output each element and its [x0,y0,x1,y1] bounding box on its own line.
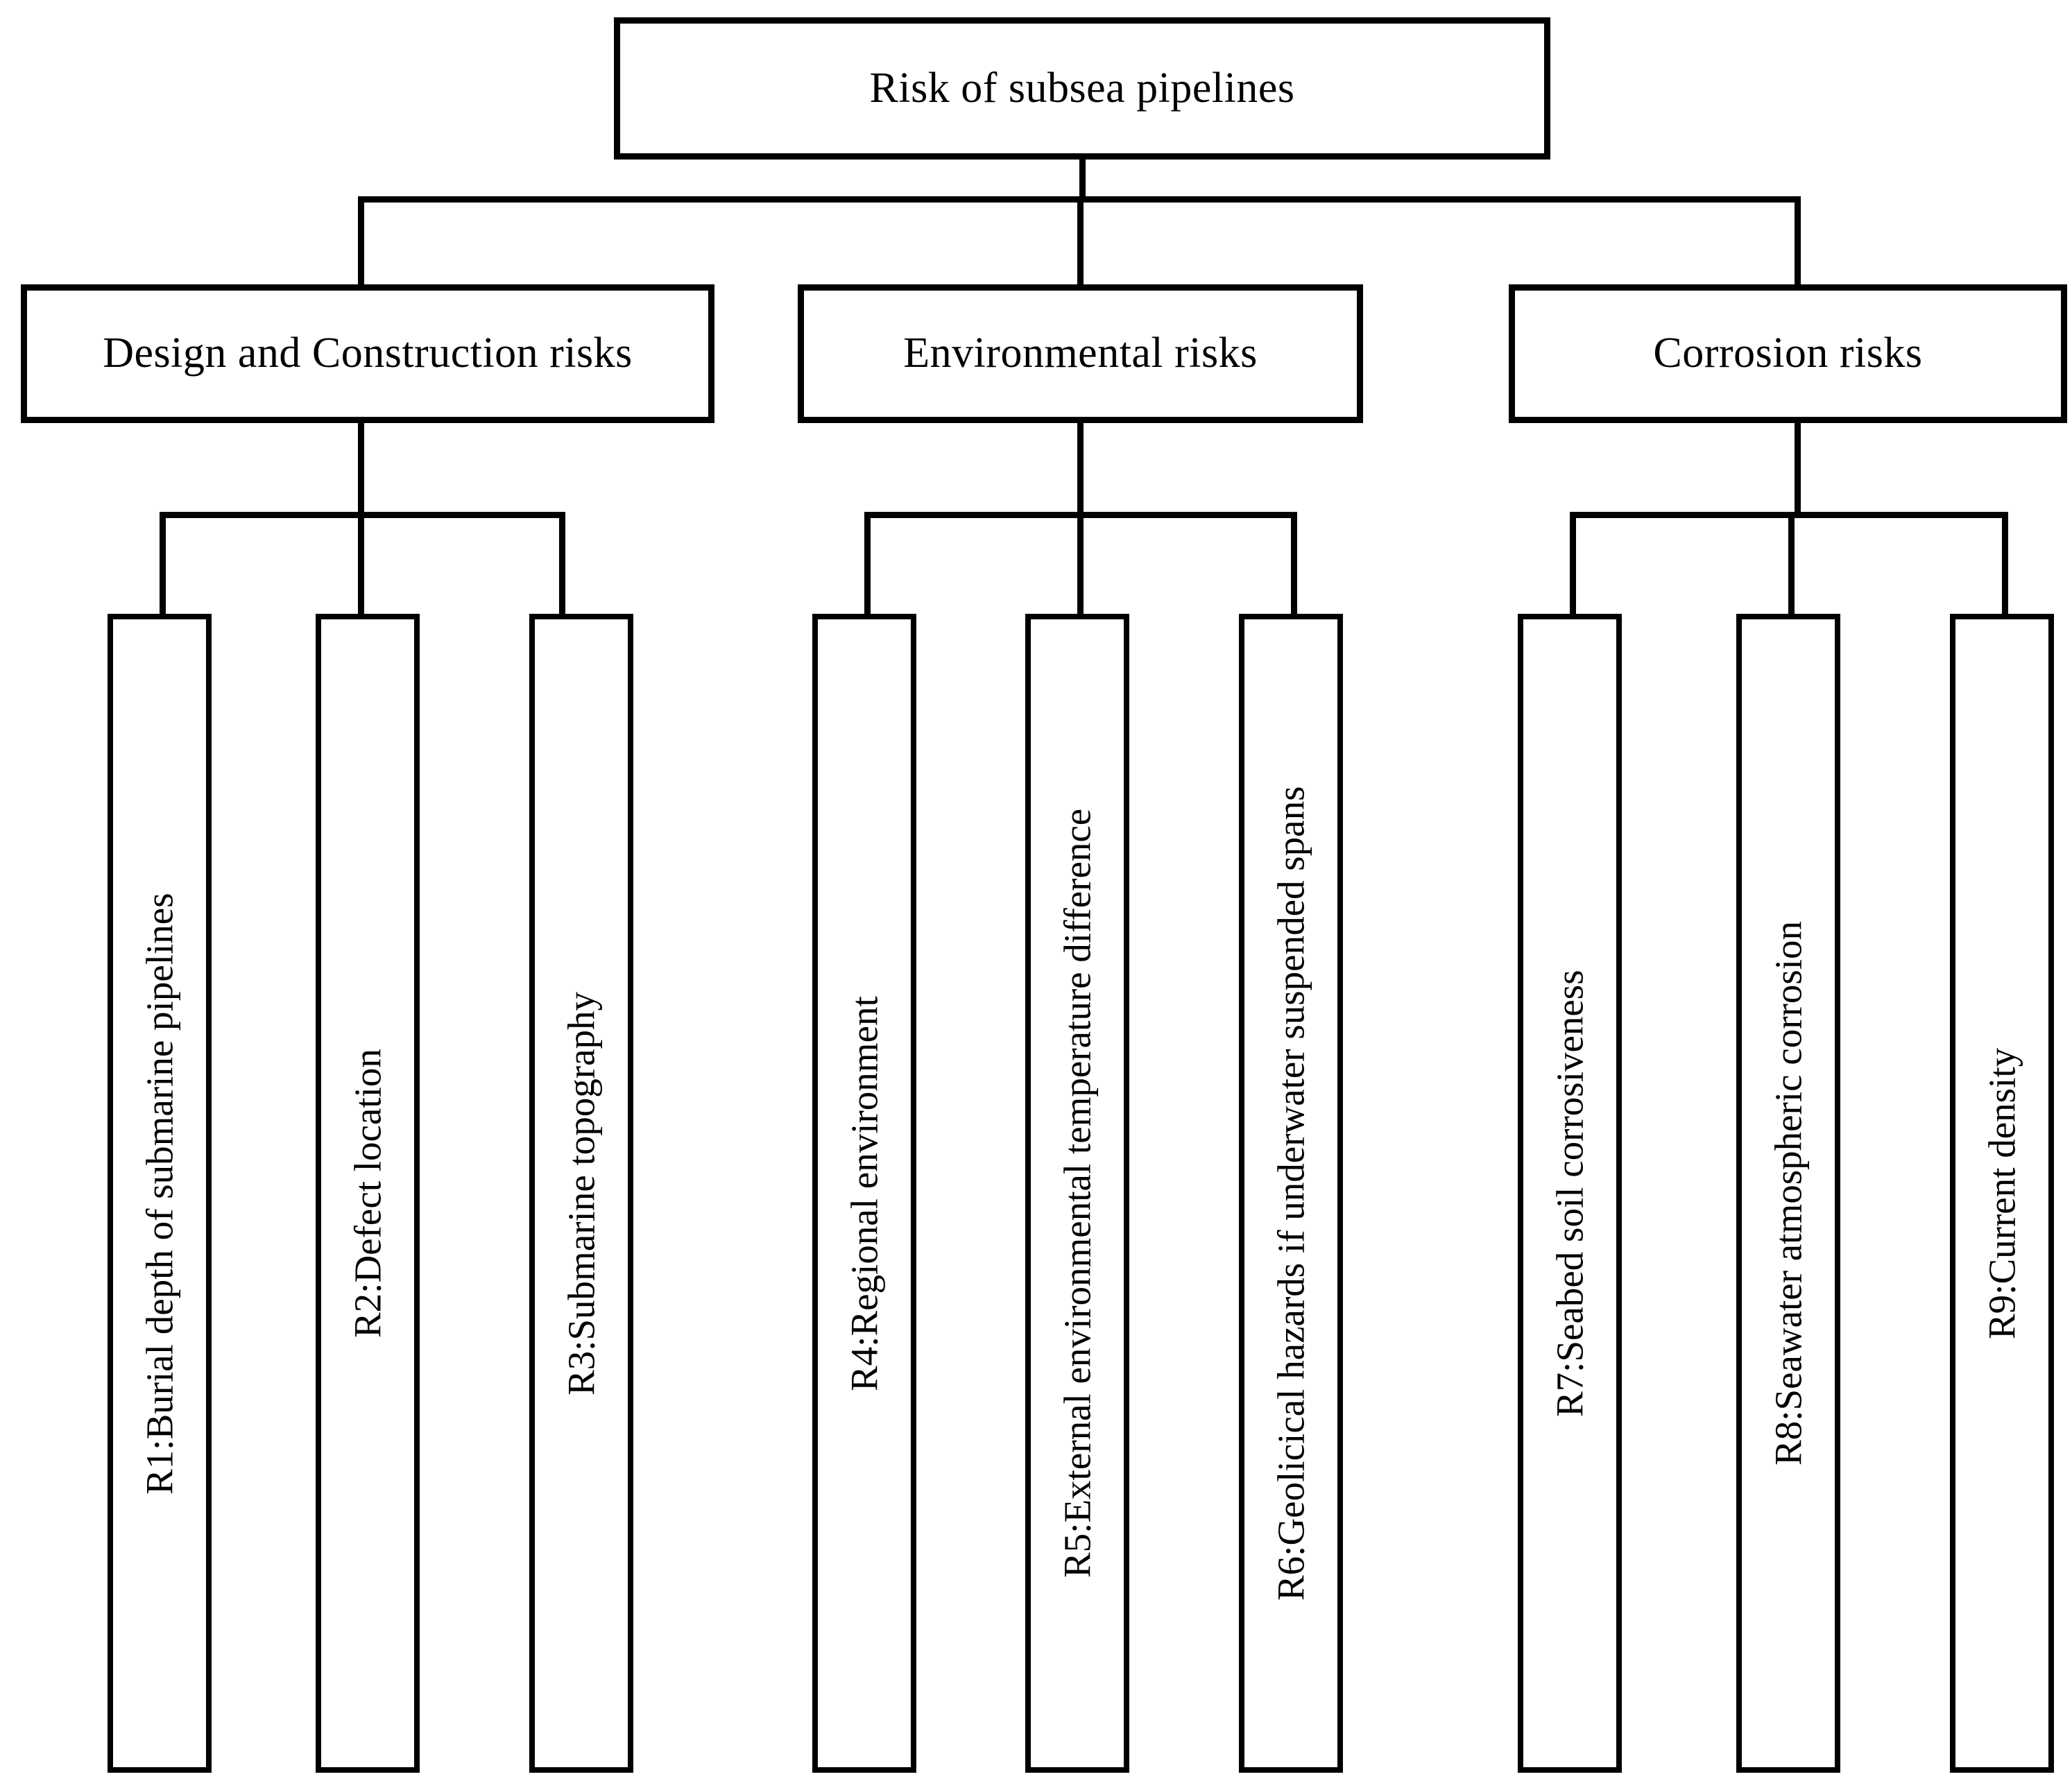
connector-root-drop-0 [358,196,364,286]
leaf-node-label-r4: R4:Regional environment [843,995,886,1391]
leaf-node-label-r6: R6:Geolicical hazards if underwater susp… [1269,786,1312,1601]
leaf-node-r5[interactable]: R5:External environmental temperature di… [1025,614,1129,1773]
connector-root-stem [1079,160,1086,203]
connector-group0-drop-r3 [559,512,565,614]
connector-group0-drop-r1 [160,512,166,614]
leaf-node-label-r5: R5:External environmental temperature di… [1056,808,1099,1578]
leaf-node-r2[interactable]: R2:Defect location [316,614,420,1773]
connector-group1-drop-r4 [864,512,871,614]
leaf-node-r9[interactable]: R9:Current density [1950,614,2054,1773]
category-node-label: Corrosion risks [1653,329,1923,377]
leaf-node-label-r2: R2:Defect location [346,1049,389,1338]
leaf-node-label-r3: R3:Submarine topography [560,991,603,1395]
category-node-design-and-construction-risks[interactable]: Design and Construction risks [21,284,714,423]
connector-group1-drop-r6 [1291,512,1297,614]
connector-group2-drop-r7 [1570,512,1576,614]
category-node-label: Design and Construction risks [103,329,633,377]
leaf-node-label-r9: R9:Current density [1980,1047,2023,1339]
leaf-node-r3[interactable]: R3:Submarine topography [529,614,633,1773]
root-node-risk-of-subsea-pipelines[interactable]: Risk of subsea pipelines [614,17,1550,160]
leaf-node-label-r1: R1:Burial depth of submarine pipelines [138,892,181,1495]
connector-group1-drop-r5 [1077,512,1084,614]
connector-group2-drop-r8 [1788,512,1795,614]
connector-root-drop-2 [1795,196,1801,286]
leaf-node-label-r8: R8:Seawater atmospheric corrosion [1767,920,1810,1465]
leaf-node-r6[interactable]: R6:Geolicical hazards if underwater susp… [1239,614,1343,1773]
category-node-corrosion-risks[interactable]: Corrosion risks [1509,284,2067,423]
leaf-node-r1[interactable]: R1:Burial depth of submarine pipelines [108,614,212,1773]
category-node-label: Environmental risks [903,329,1258,377]
connector-group1-stem [1077,423,1084,515]
leaf-node-label-r7: R7:Seabed soil corrosiveness [1548,970,1591,1417]
connector-group0-drop-r2 [358,512,364,614]
leaf-node-r8[interactable]: R8:Seawater atmospheric corrosion [1736,614,1840,1773]
connector-root-drop-1 [1077,196,1084,286]
connector-group0-stem [358,423,364,515]
connector-group2-stem [1795,423,1801,515]
leaf-node-r4[interactable]: R4:Regional environment [812,614,916,1773]
category-node-environmental-risks[interactable]: Environmental risks [798,284,1363,423]
root-node-label: Risk of subsea pipelines [869,64,1295,112]
leaf-node-r7[interactable]: R7:Seabed soil corrosiveness [1518,614,1622,1773]
connector-group2-drop-r9 [2002,512,2008,614]
